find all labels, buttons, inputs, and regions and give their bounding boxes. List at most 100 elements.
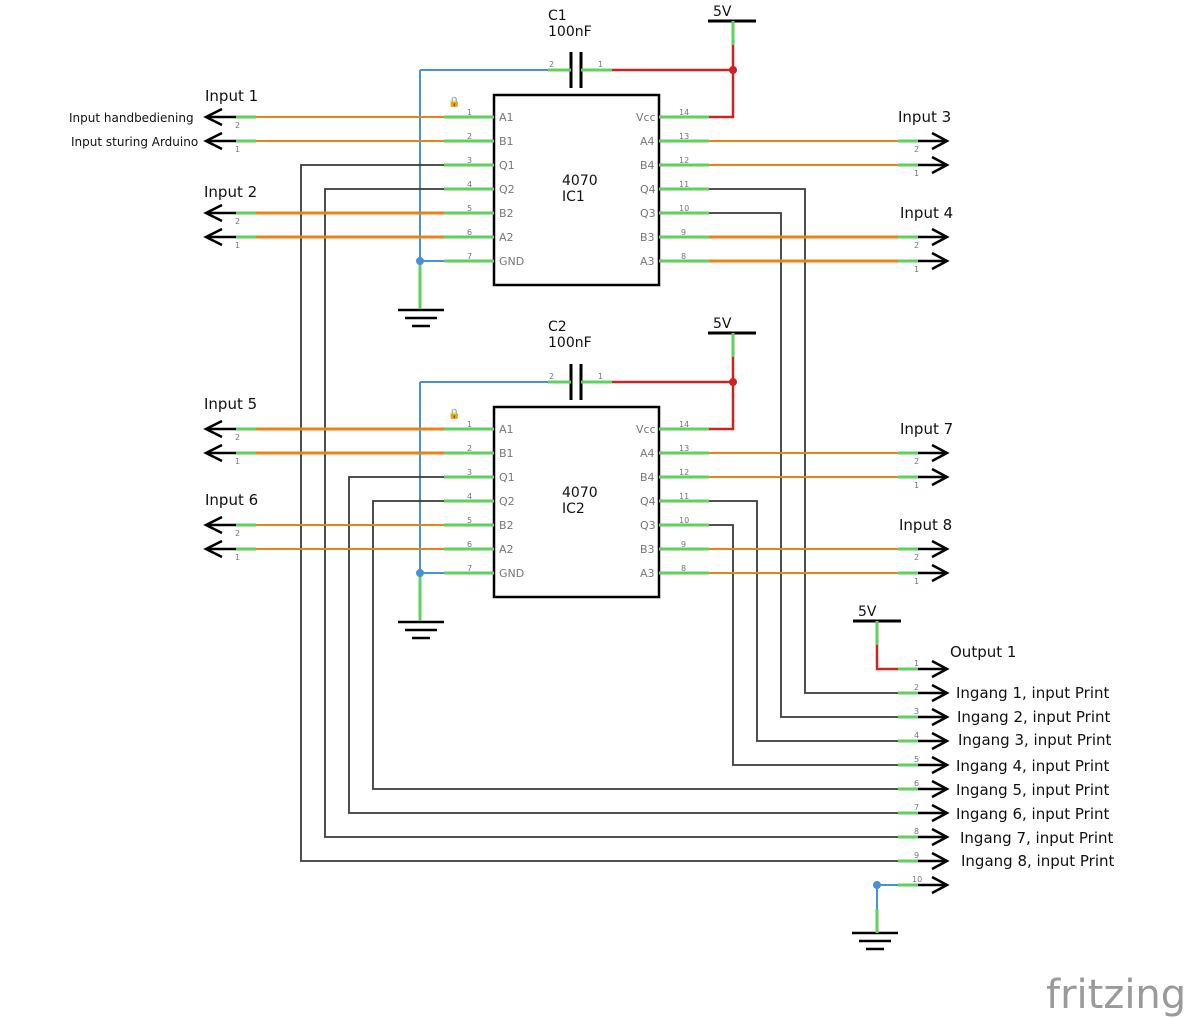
svg-text:8: 8 [681,564,686,573]
supply-5v-2[interactable]: 5V [708,316,756,335]
svg-text:A4: A4 [640,447,655,460]
supply-5v-3[interactable]: 5V [853,604,901,623]
svg-text:14: 14 [679,420,689,429]
svg-text:B3: B3 [640,231,655,244]
svg-text:2: 2 [467,132,472,141]
svg-text:2: 2 [235,121,240,130]
ground-symbol-3[interactable] [852,931,898,951]
junction-dots [416,66,881,889]
ic1-pin-13: A4 13 [640,132,689,148]
supply-5v-1-label: 5V [713,4,732,20]
svg-text:Q2: Q2 [499,183,515,196]
right-connector-arrow [931,539,950,559]
ic1-pin-9: B3 9 [640,228,686,244]
svg-text:1: 1 [914,659,919,668]
ic2-pin-13: A4 13 [640,444,689,460]
svg-text:4: 4 [467,180,472,189]
connector-input-4[interactable]: Input 4 2 1 [900,204,953,274]
ic1-pin-7: GND 7 [467,252,524,268]
svg-text:B1: B1 [499,135,514,148]
svg-text:Q1: Q1 [499,471,515,484]
output-pin-numbers: 1 2 3 4 5 6 7 8 9 10 [912,659,922,884]
ground-junction-dot [416,257,424,265]
ic2-pin-3: Q1 3 [467,468,515,484]
connector-input-2[interactable]: Input 2 2 1 [204,183,257,250]
connector-arrows [203,107,950,895]
output-pin-2-label: Ingang 1, input Print [956,684,1109,702]
capacitor-c1[interactable]: C1 100nF 2 1 [548,8,603,88]
connector-input-3-title: Input 3 [898,108,951,126]
ic2-type: 4070 [562,485,598,501]
power-junction-dot [729,378,737,386]
svg-text:10: 10 [679,204,689,213]
ic2-pin-7: GND 7 [467,564,524,580]
svg-text:1: 1 [235,553,240,562]
ic1[interactable]: 4070 IC1 🔒 A1 1 B1 2 Q1 3 Q2 4 B2 5 [448,93,689,287]
output-1-power-wire [875,645,898,671]
svg-text:1: 1 [235,145,240,154]
c2-ref: C2 [548,319,567,335]
right-connector-arrow [931,251,950,271]
svg-text:GND: GND [499,255,524,268]
connector-input-5[interactable]: Input 5 2 1 [204,395,257,466]
connector-input-8[interactable]: Input 8 2 1 [899,516,952,586]
svg-text:B2: B2 [499,207,514,220]
ic1-vcc-wire [709,45,735,119]
ground-symbol-2[interactable] [398,620,444,640]
svg-text:A2: A2 [499,543,514,556]
ic2-pin-2: B1 2 [467,444,514,460]
svg-text:Q3: Q3 [640,519,656,532]
svg-text:13: 13 [679,444,689,453]
svg-text:10: 10 [679,516,689,525]
ic2-ref: IC2 [562,501,585,517]
output-pin-7-label: Ingang 6, input Print [956,805,1109,823]
ground-junction-dot [873,881,881,889]
svg-text:1: 1 [467,108,472,117]
connector-input-3[interactable]: Input 3 2 1 [898,108,951,178]
svg-text:1: 1 [914,169,919,178]
output-connector-arrow [931,803,950,823]
output-route-wire [372,500,898,790]
svg-text:Q4: Q4 [640,495,656,508]
svg-text:2: 2 [235,433,240,442]
connector-input-7[interactable]: Input 7 2 1 [900,420,953,490]
svg-text:6: 6 [914,779,919,788]
svg-text:2: 2 [467,444,472,453]
connector-input-1-pin2-label: Input handbediening [69,111,194,125]
ic2-pin-5: B2 5 [467,516,514,532]
ic1-type: 4070 [562,173,598,189]
connector-input-6[interactable]: Input 6 2 1 [205,491,258,562]
svg-text:3: 3 [467,156,472,165]
c1-value: 100nF [548,24,592,40]
svg-text:5: 5 [467,204,472,213]
ic1-pin-12: B4 12 [640,156,689,172]
svg-text:6: 6 [467,228,472,237]
right-connector-arrow [931,227,950,247]
ground-junction-dot [416,569,424,577]
svg-text:7: 7 [467,252,472,261]
connector-input-7-title: Input 7 [900,420,953,438]
c2-pin-1: 1 [598,372,603,381]
svg-text:B4: B4 [640,159,655,172]
connector-output[interactable]: Output 1 Ingang 1, input Print Ingang 2,… [912,643,1114,884]
supply-5v-3-label: 5V [858,604,877,620]
output-wires [300,164,898,862]
output-route-wire [709,188,898,694]
ic2-pin-1: A1 1 [467,420,514,436]
svg-text:B4: B4 [640,471,655,484]
ic2-pin-8: A3 8 [640,564,686,580]
capacitor-c2[interactable]: C2 100nF 2 1 [548,319,603,400]
svg-text:2: 2 [914,683,919,692]
output-route-wire [300,164,898,862]
svg-text:13: 13 [679,132,689,141]
supply-5v-1[interactable]: 5V [708,4,756,23]
output-connector-arrow [931,659,950,679]
connector-input-1[interactable]: Input 1 Input handbediening Input sturin… [69,87,258,154]
output-route-wire [709,212,898,718]
ic2[interactable]: 4070 IC2 🔒 A1 1 B1 2 Q1 3 Q2 4 B2 5 [448,405,689,599]
connector-input-1-pin1-label: Input sturing Arduino [71,135,198,149]
right-connector-arrow [931,563,950,583]
ground-symbol-1[interactable] [398,308,444,328]
output-pin-8-label: Ingang 7, input Print [960,829,1113,847]
ic1-body [492,93,661,287]
